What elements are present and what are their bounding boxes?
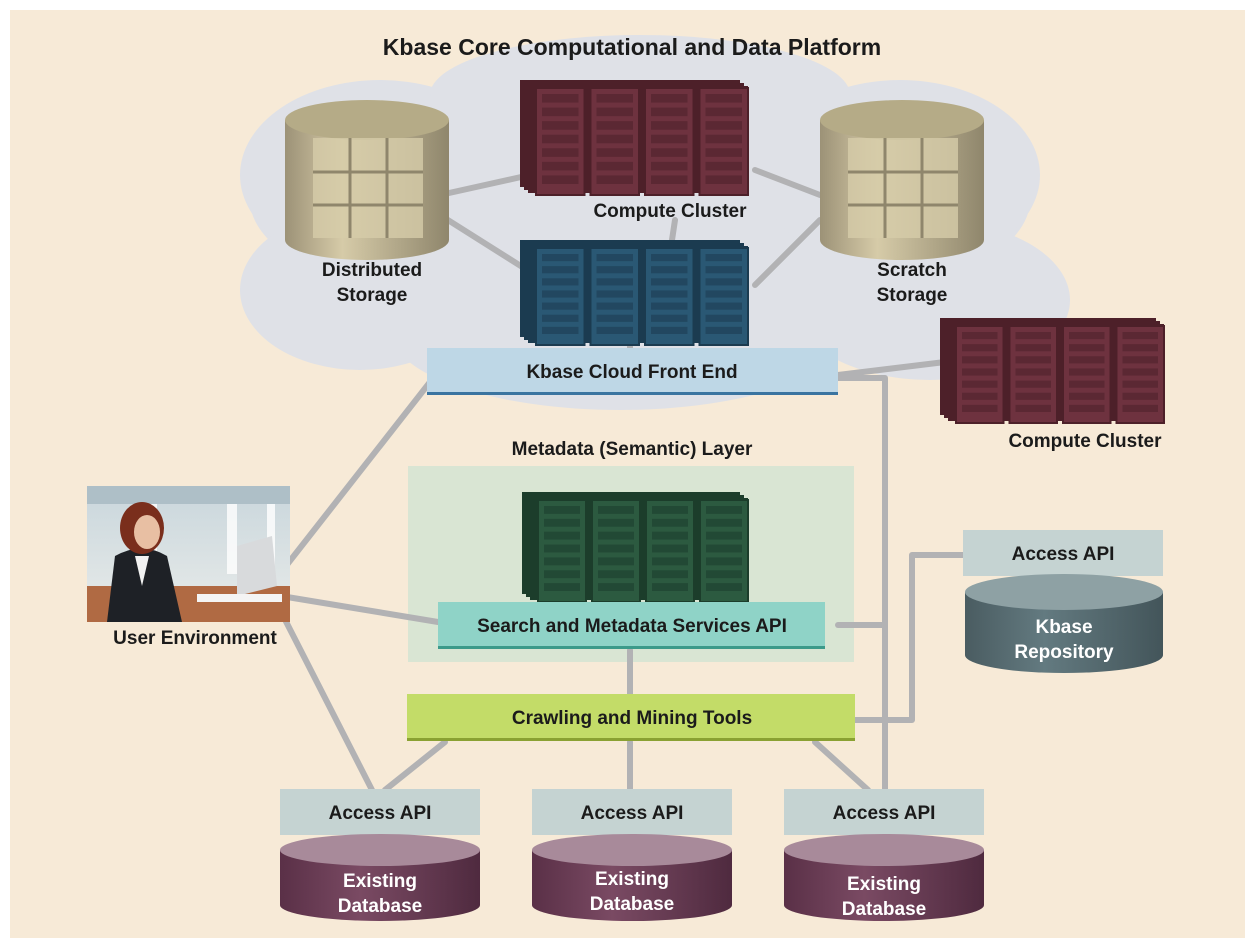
search-api-label: Search and Metadata Services API: [477, 616, 787, 637]
db2-cylinder-top: [532, 834, 732, 866]
db1-cylinder-top: [280, 834, 480, 866]
db2-cylinder-icon: [532, 850, 732, 921]
db1-label-line1: Existing: [343, 871, 417, 892]
cloud-front-end-box: [427, 348, 838, 394]
db1-label-line2: Database: [338, 896, 423, 917]
db2-access-api-box: [532, 789, 732, 835]
crawling-tools-label: Crawling and Mining Tools: [512, 708, 752, 729]
kbase-repository-label-line1: Kbase: [1035, 617, 1092, 638]
database-group-3: Access API Existing Database: [784, 789, 984, 921]
metadata-servers-icon: [522, 492, 749, 603]
compute-cluster-top-label: Compute Cluster: [593, 201, 747, 222]
db1-access-api-label: Access API: [329, 803, 432, 824]
user-environment-label: User Environment: [113, 628, 277, 649]
compute-cluster-right-label: Compute Cluster: [1008, 431, 1162, 452]
scratch-storage-label-line1: Scratch: [877, 260, 947, 281]
kbase-repository-icon: [965, 574, 1163, 673]
compute-cluster-top-icon: [520, 80, 749, 196]
repo-access-api-box: [963, 530, 1163, 576]
search-api-underline: [438, 646, 825, 649]
crawling-tools-underline: [407, 738, 855, 741]
crawling-tools-box: [407, 694, 855, 740]
db3-label-line1: Existing: [847, 874, 921, 895]
db3-access-api-label: Access API: [833, 803, 936, 824]
search-api-box: [438, 602, 825, 648]
db2-label-line1: Existing: [595, 869, 669, 890]
kbase-repository-label-line2: Repository: [1014, 642, 1114, 663]
database-group-1: Access API Existing Database: [280, 789, 480, 921]
distributed-storage-label-line1: Distributed: [322, 260, 422, 281]
db2-label-line2: Database: [590, 894, 675, 915]
database-group-2: Access API Existing Database: [532, 789, 732, 921]
db3-cylinder-top: [784, 834, 984, 866]
db3-label-line2: Database: [842, 899, 927, 920]
cloud-front-end-label: Kbase Cloud Front End: [526, 362, 737, 383]
cloud-front-end-underline: [427, 392, 838, 395]
db1-access-api-box: [280, 789, 480, 835]
scratch-storage-label-line2: Storage: [877, 285, 948, 306]
repo-access-api-label: Access API: [1012, 544, 1115, 565]
cloud-servers-icon: [520, 240, 749, 346]
user-photo: [87, 486, 290, 622]
metadata-layer-label: Metadata (Semantic) Layer: [512, 439, 753, 460]
diagram-title: Kbase Core Computational and Data Platfo…: [383, 34, 881, 60]
compute-cluster-right-icon: [940, 318, 1165, 424]
db3-cylinder-icon: [784, 850, 984, 921]
distributed-storage-label-line2: Storage: [337, 285, 408, 306]
scratch-storage-icon: [820, 100, 984, 260]
db2-access-api-label: Access API: [581, 803, 684, 824]
db1-cylinder-icon: [280, 850, 480, 921]
distributed-storage-icon: [285, 100, 449, 260]
db3-access-api-box: [784, 789, 984, 835]
